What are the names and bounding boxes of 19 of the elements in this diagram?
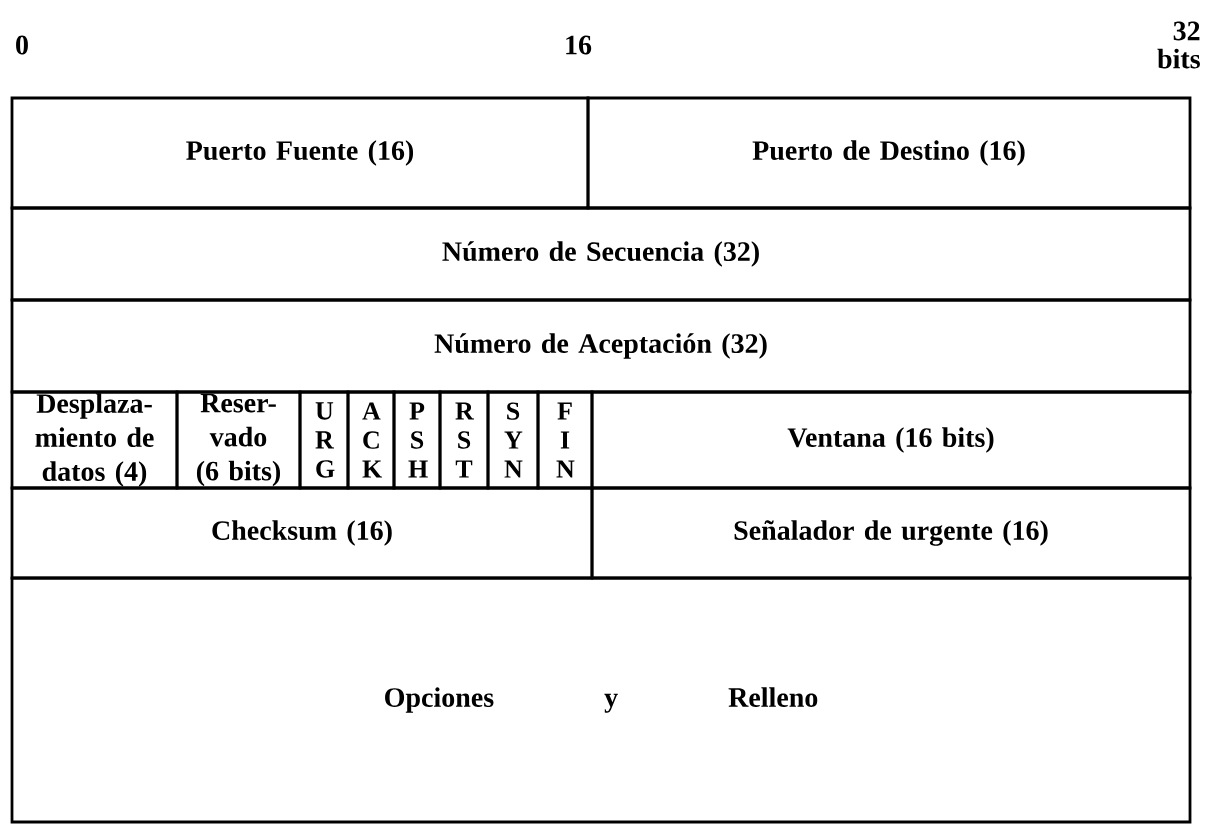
field-box: U R G	[298, 390, 350, 490]
field-box: Número de Aceptación (32)	[10, 298, 1192, 394]
field-box: Puerto Fuente (16)	[10, 96, 590, 210]
field-box: Checksum (16)	[10, 486, 594, 580]
field-box: Puerto de Destino (16)	[586, 96, 1192, 210]
field-box: Opciones y Relleno	[10, 576, 1192, 824]
bit-position-label: 32 bits	[1157, 21, 1200, 69]
field-box: Reser-vado (6 bits)	[175, 390, 302, 490]
field-box: A C K	[346, 390, 396, 490]
field-box: Señalador de urgente (16)	[590, 486, 1192, 580]
field-box: P S H	[392, 390, 442, 490]
field-box: F I N	[536, 390, 594, 490]
field-box: Desplaza-miento de datos (4)	[10, 390, 179, 490]
field-box: S Y N	[486, 390, 540, 490]
field-box: Número de Secuencia (32)	[10, 206, 1192, 302]
field-box: R S T	[438, 390, 490, 490]
bit-position-label: 0	[16, 35, 28, 55]
field-box: Ventana (16 bits)	[590, 390, 1192, 490]
bit-position-label: 16	[566, 35, 592, 55]
